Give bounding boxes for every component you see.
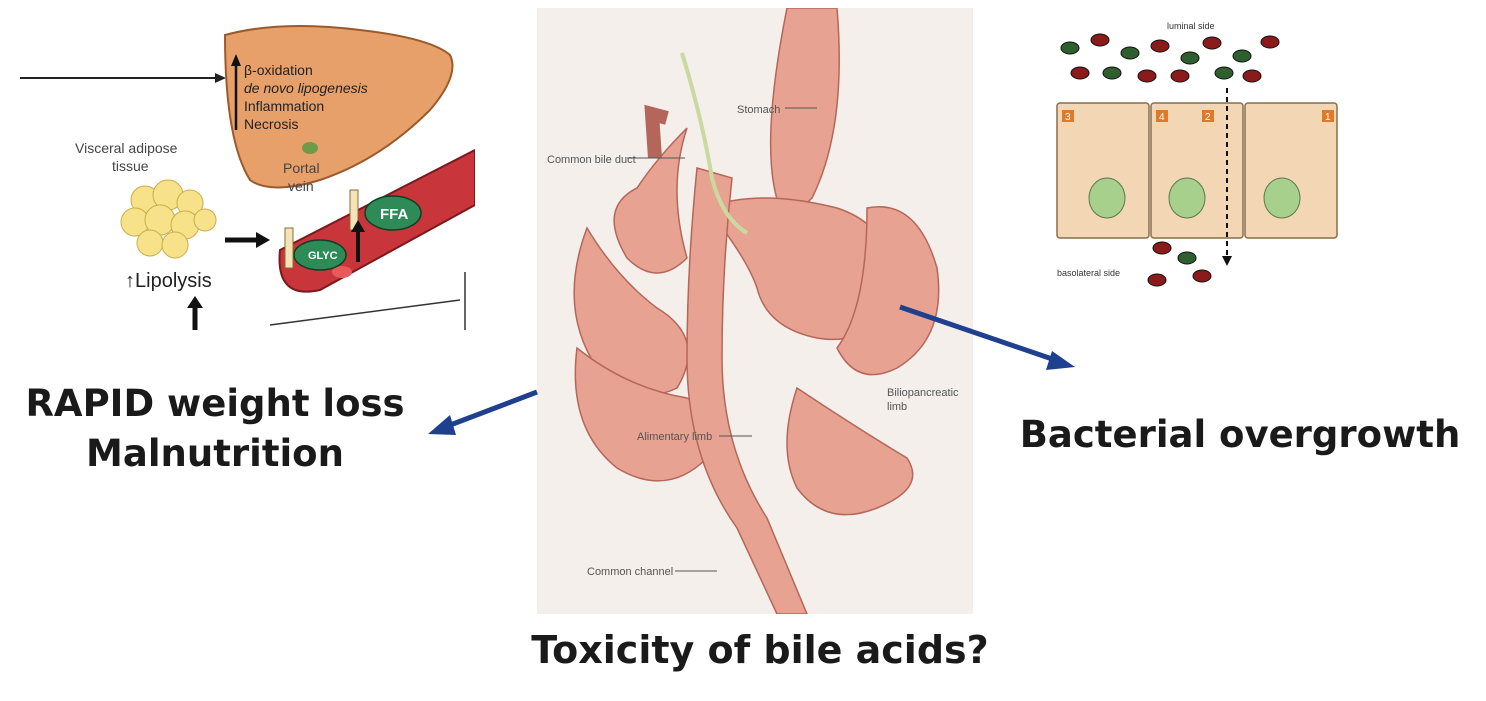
- bacterial-overgrowth-caption: Bacterial overgrowth: [1005, 410, 1475, 460]
- arrow-to-weight-loss: [445, 392, 537, 427]
- arrow-to-bacterial-head: [1046, 351, 1075, 370]
- weight-loss-caption: RAPID weight loss Malnutrition: [10, 379, 420, 479]
- bile-acid-toxicity-caption: Toxicity of bile acids?: [500, 624, 1020, 676]
- arrow-to-weight-loss-head: [428, 415, 456, 435]
- weight-loss-caption-line1: RAPID weight loss: [10, 379, 420, 429]
- arrow-to-bacterial: [900, 307, 1058, 361]
- weight-loss-caption-line2: Malnutrition: [10, 429, 420, 479]
